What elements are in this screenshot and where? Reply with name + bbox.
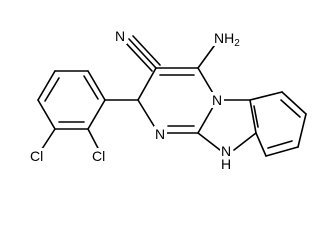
amino-nh: NH (214, 30, 234, 46)
chloro-right-label: Cl (92, 148, 105, 164)
bond-bz-2 (281, 91, 307, 115)
bond-ph-3 (37, 70, 56, 101)
atom-labels: N NH2 N N N H Cl Cl (30, 28, 245, 172)
bond-c2-c3 (137, 67, 157, 101)
bond-ph-1-inner (83, 75, 99, 100)
bond-n1-c2 (137, 99, 155, 127)
bond-c9a-nh (233, 132, 257, 151)
bond-ph-1 (87, 70, 106, 101)
bond-bz-5 (255, 132, 267, 157)
bond-nitrile-b (124, 41, 153, 72)
nitrile-n-bg (114, 28, 127, 44)
amino-subscript: 2 (234, 38, 240, 49)
ring-n-top-label: N (212, 92, 222, 108)
ring-n-left-label: N (155, 126, 165, 142)
chloro-right-bg (92, 148, 108, 164)
bond-bz-2-inner (280, 99, 301, 118)
chloro-left-bg (30, 148, 46, 164)
chloro-left-label: Cl (30, 148, 43, 164)
bond-bz-4 (265, 146, 299, 157)
bond-bz-3 (297, 113, 307, 148)
bond-nitrile-c (132, 35, 161, 66)
bonds (37, 35, 307, 157)
bond-ph-4 (37, 99, 56, 130)
bond-c5a-c9a (249, 99, 257, 134)
bond-nitrile-a (128, 38, 157, 69)
bond-bz-4-inner (267, 140, 293, 149)
bond-ph-3-inner (44, 77, 60, 102)
nitrile-n-label: N (115, 28, 125, 44)
amino-bg (213, 30, 245, 46)
bond-bz-6-inner (253, 105, 259, 128)
bond-c4-amino (197, 41, 218, 69)
amino-label: NH2 (214, 30, 240, 49)
ring-n-top-bg (211, 92, 224, 108)
chemical-structure: N NH2 N N N H Cl Cl (30, 28, 307, 172)
bond-nh-c4a (197, 132, 221, 151)
ring-nh-n-label: N (221, 143, 231, 159)
bond-ph-6 (87, 99, 106, 130)
ring-n-left-bg (154, 126, 167, 142)
ring-nh-h-label: H (221, 156, 231, 172)
bond-bz-1 (249, 91, 283, 101)
ring-nh-bg (220, 143, 233, 171)
